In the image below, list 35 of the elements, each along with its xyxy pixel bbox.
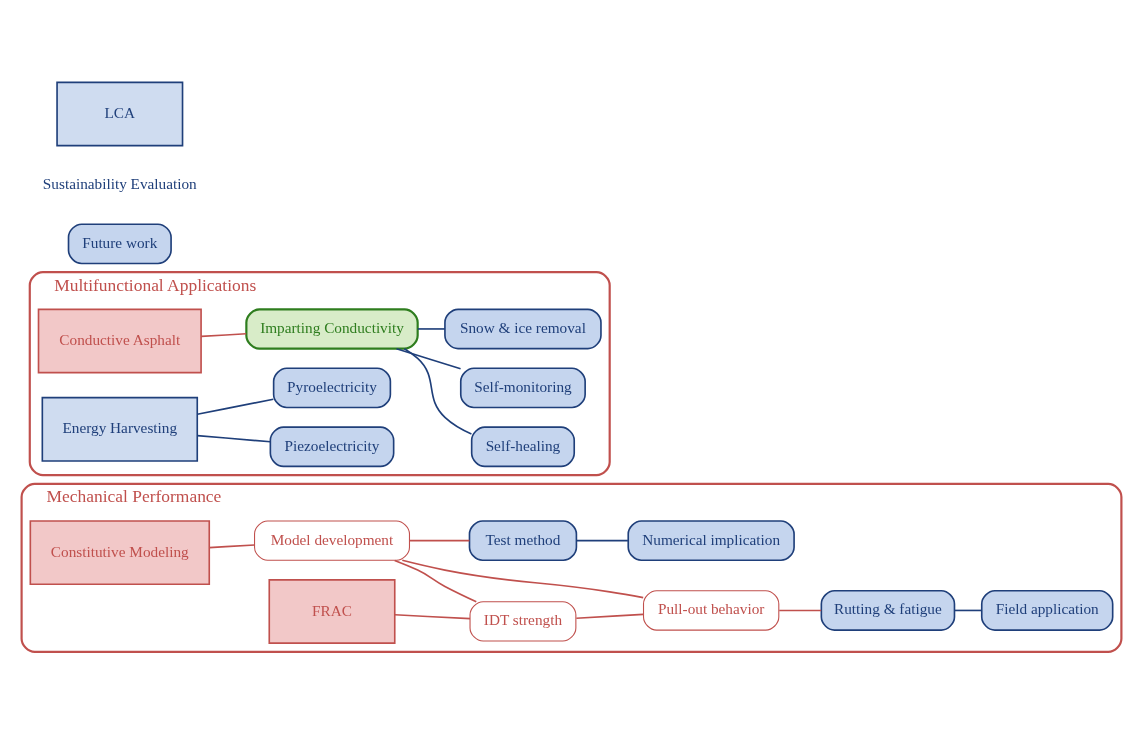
node-box: Future work <box>67 222 172 264</box>
connector <box>417 327 446 330</box>
node-box: Pyroelectricity <box>272 366 392 408</box>
connector <box>778 609 822 611</box>
connector <box>393 559 478 603</box>
node-box: IDT strength <box>469 600 577 642</box>
connector <box>394 613 471 619</box>
node-text: Sustainability Evaluation <box>42 174 197 192</box>
connector <box>576 539 629 541</box>
connector <box>395 347 462 370</box>
node-box: Constitutive Modeling <box>29 519 211 585</box>
node-box: Numerical implication <box>627 519 795 561</box>
node-box: Rutting & fatigue <box>820 589 956 631</box>
connector <box>196 434 272 443</box>
node-box: Snow & ice removal <box>444 308 602 349</box>
node-box: Self-monitoring <box>459 366 586 408</box>
node-box: Piezoelectricity <box>269 425 395 467</box>
node-box: Field application <box>980 589 1114 631</box>
node-box: Conductive Asphalt <box>37 308 202 373</box>
connector <box>575 613 644 619</box>
node-box: Test method <box>468 519 578 561</box>
connector <box>409 539 471 541</box>
connector <box>403 347 473 435</box>
node-box: FRAC <box>268 578 396 644</box>
connector <box>208 543 256 548</box>
connector <box>200 332 247 337</box>
connector <box>401 558 644 598</box>
node-box: Self-healing <box>470 425 576 467</box>
connector <box>196 397 275 415</box>
connector <box>953 609 983 611</box>
node-box: Model development <box>254 519 410 561</box>
node-box: Energy Harvesting <box>41 396 199 462</box>
node-box: Pull-out behavior <box>642 589 780 631</box>
node-box: LCA <box>56 81 184 146</box>
node-box: Imparting Conductivity <box>245 307 419 350</box>
